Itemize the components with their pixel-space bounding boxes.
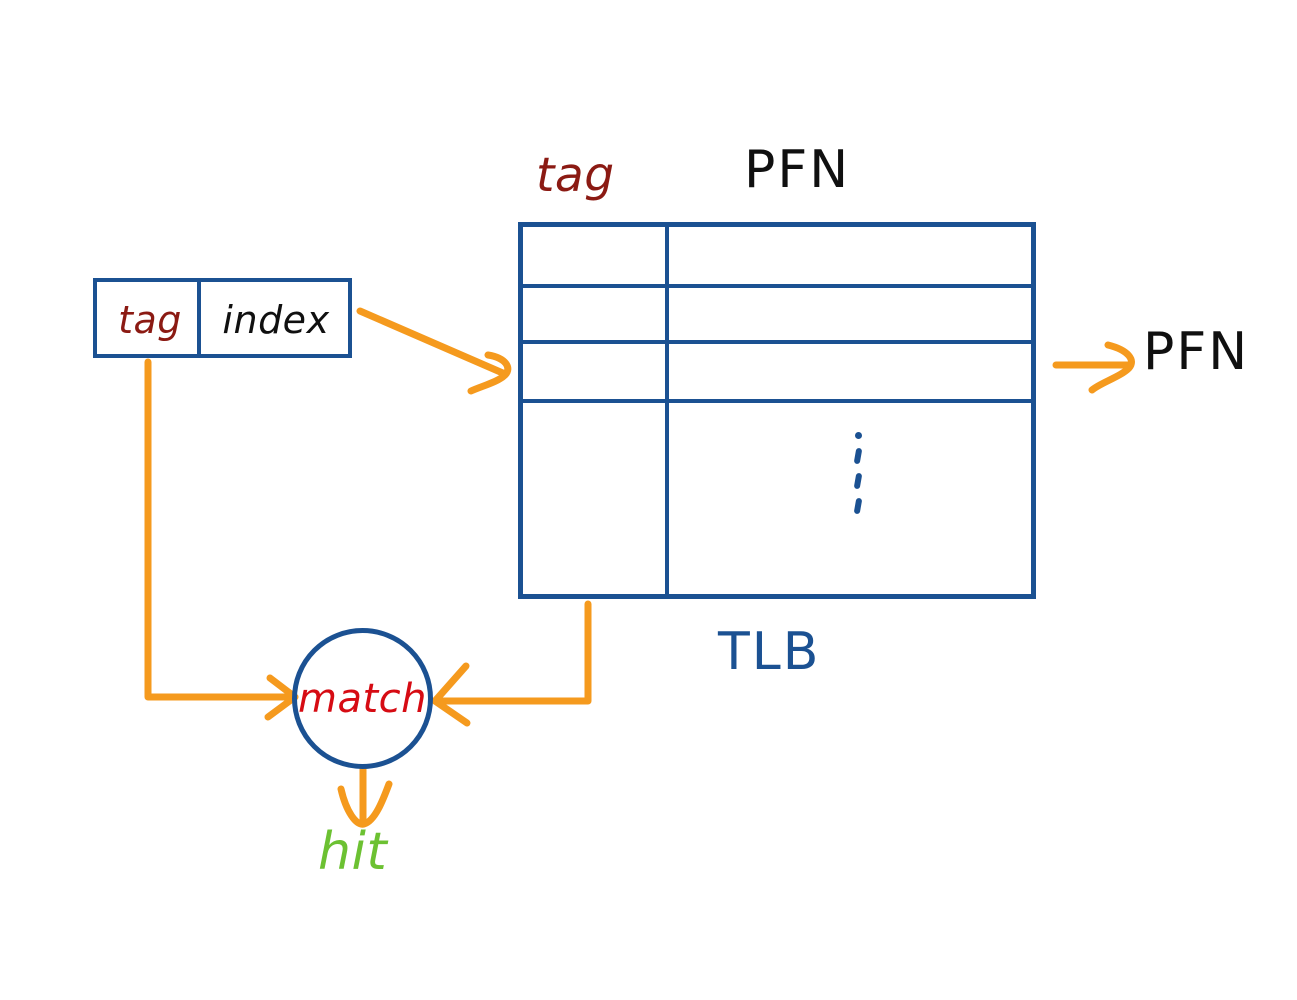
tlb-table [518, 222, 1036, 599]
tlb-row-divider-1 [523, 284, 1031, 288]
match-node-circle [292, 628, 433, 769]
arrow-tlb-tag-to-match [431, 600, 592, 727]
match-node-label: match [297, 675, 427, 722]
pfn-output-label: PFN [1143, 322, 1250, 382]
vertical-ellipsis-icon [843, 432, 873, 515]
tlb-row-divider-2 [523, 340, 1031, 344]
virtual-address-tag-label: tag [118, 298, 182, 342]
tlb-pfn-column-header: PFN [744, 140, 851, 200]
hit-output-label: hit [318, 822, 388, 882]
virtual-address-index-label: index [222, 298, 330, 342]
tlb-column-divider [665, 227, 669, 594]
arrow-match-to-hit [337, 764, 393, 828]
arrow-index-to-tlb [356, 307, 512, 395]
tlb-row-divider-3 [523, 399, 1031, 403]
arrow-tag-to-match [144, 358, 299, 721]
arrow-tlb-to-pfn [1052, 341, 1135, 394]
virtual-address-divider [197, 282, 201, 354]
tlb-caption: TLB [718, 622, 821, 682]
tlb-tag-column-header: tag [536, 148, 615, 203]
virtual-address-box: tag index [93, 278, 352, 358]
